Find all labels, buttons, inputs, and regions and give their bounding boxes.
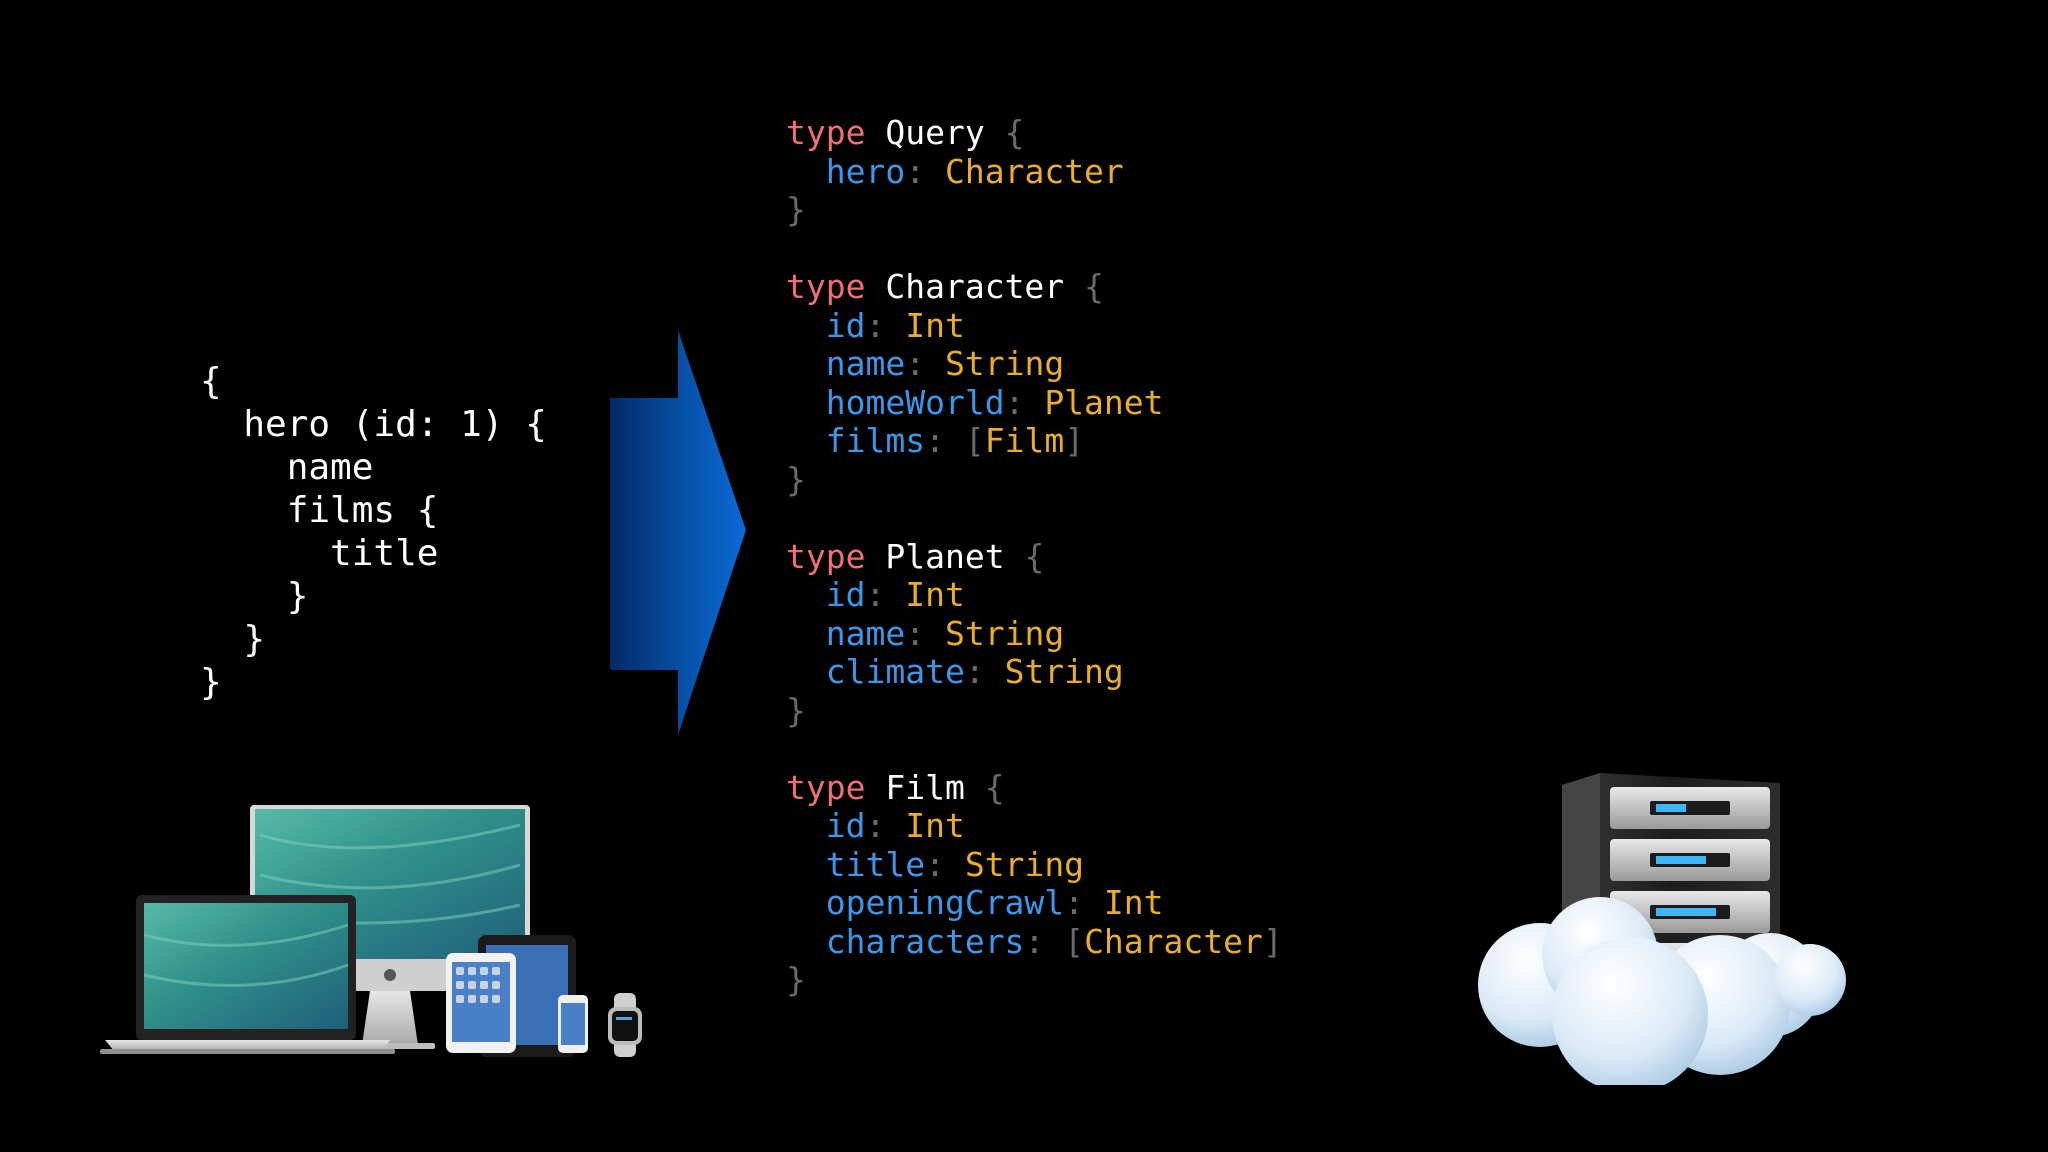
field-type: Int <box>1103 883 1164 922</box>
query-line: name <box>200 447 374 488</box>
blank-line <box>786 230 1283 269</box>
field-type: Planet <box>1044 382 1164 422</box>
schema-type-header: type Query { <box>786 113 1283 153</box>
field-colon: : <box>1064 883 1085 922</box>
field-colon: : <box>865 575 886 614</box>
query-line: films { <box>200 490 439 531</box>
schema-type-close: } <box>786 960 1283 1000</box>
schema-field: characters: [Character] <box>786 921 1283 962</box>
schema-field: id: Int <box>786 806 1283 846</box>
schema-field: climate: String <box>786 652 1283 692</box>
list-open-bracket: [ <box>1064 921 1085 961</box>
macbook-icon <box>100 895 395 1054</box>
schema-field: films: [Film] <box>786 421 1283 461</box>
query-line: } <box>200 662 222 703</box>
open-brace: { <box>984 767 1005 807</box>
graphql-schema-code: type Query { hero: Character} type Chara… <box>786 113 1283 1000</box>
client-query-code: { hero (id: 1) { name films { title } }} <box>200 360 547 704</box>
close-brace: } <box>786 960 806 999</box>
schema-field: name: String <box>786 344 1283 384</box>
type-keyword: type <box>786 767 866 807</box>
field-type: Character <box>1084 921 1263 961</box>
type-keyword: type <box>786 267 866 306</box>
field-type: Character <box>944 151 1124 191</box>
blank-line <box>786 499 1283 538</box>
field-type: String <box>944 344 1065 383</box>
query-line: title <box>200 533 439 574</box>
type-keyword: type <box>786 536 866 576</box>
list-open-bracket: [ <box>964 421 985 460</box>
list-close-bracket: ] <box>1064 421 1085 460</box>
field-colon: : <box>865 806 886 845</box>
field-colon: : <box>905 151 926 191</box>
field-type: String <box>964 844 1085 884</box>
field-name: films <box>825 421 926 460</box>
field-type: String <box>1004 652 1124 691</box>
schema-field: id: Int <box>786 305 1283 346</box>
field-name: id <box>825 806 866 845</box>
blank-line <box>786 730 1283 769</box>
type-name: Planet <box>885 536 1005 576</box>
field-type: Int <box>905 806 965 845</box>
field-type: Int <box>905 305 965 345</box>
type-keyword: type <box>786 113 866 152</box>
field-colon: : <box>905 613 926 653</box>
open-brace: { <box>1004 113 1025 152</box>
schema-field: id: Int <box>786 575 1283 615</box>
type-name: Character <box>885 267 1065 306</box>
query-line: } <box>200 619 266 660</box>
server-cloud-illustration <box>1478 773 1846 1085</box>
close-brace: } <box>786 190 806 229</box>
query-line: { <box>200 361 222 402</box>
field-colon: : <box>925 844 945 884</box>
field-name: name <box>825 344 906 383</box>
field-colon: : <box>964 652 985 691</box>
schema-field: title: String <box>786 844 1283 885</box>
field-name: title <box>825 844 926 884</box>
field-name: climate <box>825 652 965 691</box>
open-brace: { <box>1084 267 1104 306</box>
schema-field: openingCrawl: Int <box>786 883 1283 923</box>
schema-type-close: } <box>786 459 1283 500</box>
field-colon: : <box>925 421 945 460</box>
field-name: name <box>825 613 906 653</box>
schema-type-close: } <box>786 190 1283 230</box>
field-name: hero <box>825 151 906 191</box>
iphone-icon <box>558 995 588 1053</box>
query-line: } <box>200 576 309 617</box>
field-colon: : <box>1004 382 1025 422</box>
type-name: Query <box>885 113 985 152</box>
close-brace: } <box>786 690 806 730</box>
close-brace: } <box>786 459 806 499</box>
apple-devices-illustration <box>100 805 642 1057</box>
schema-type-header: type Film { <box>786 767 1283 808</box>
ipad-icon <box>446 935 576 1057</box>
field-name: homeWorld <box>825 382 1005 422</box>
field-colon: : <box>865 305 886 345</box>
field-name: id <box>825 305 866 345</box>
watch-icon <box>608 993 642 1057</box>
schema-type-close: } <box>786 690 1283 731</box>
cloud-icon <box>1478 897 1846 1085</box>
schema-field: hero: Character <box>786 151 1283 192</box>
schema-field: homeWorld: Planet <box>786 382 1283 423</box>
field-type: Film <box>984 421 1065 460</box>
open-brace: { <box>1024 536 1045 576</box>
field-name: openingCrawl <box>825 883 1065 922</box>
query-line: hero (id: 1) { <box>200 404 547 445</box>
field-colon: : <box>1024 921 1045 961</box>
list-close-bracket: ] <box>1262 921 1283 961</box>
field-name: id <box>825 575 866 614</box>
type-name: Film <box>885 767 965 807</box>
field-type: Int <box>905 575 965 614</box>
field-colon: : <box>905 344 926 383</box>
schema-type-header: type Planet { <box>786 536 1283 577</box>
schema-field: name: String <box>786 613 1283 654</box>
schema-type-header: type Character { <box>786 267 1283 307</box>
field-name: characters <box>825 921 1025 961</box>
right-arrow-icon <box>610 330 746 735</box>
field-type: String <box>944 613 1065 653</box>
